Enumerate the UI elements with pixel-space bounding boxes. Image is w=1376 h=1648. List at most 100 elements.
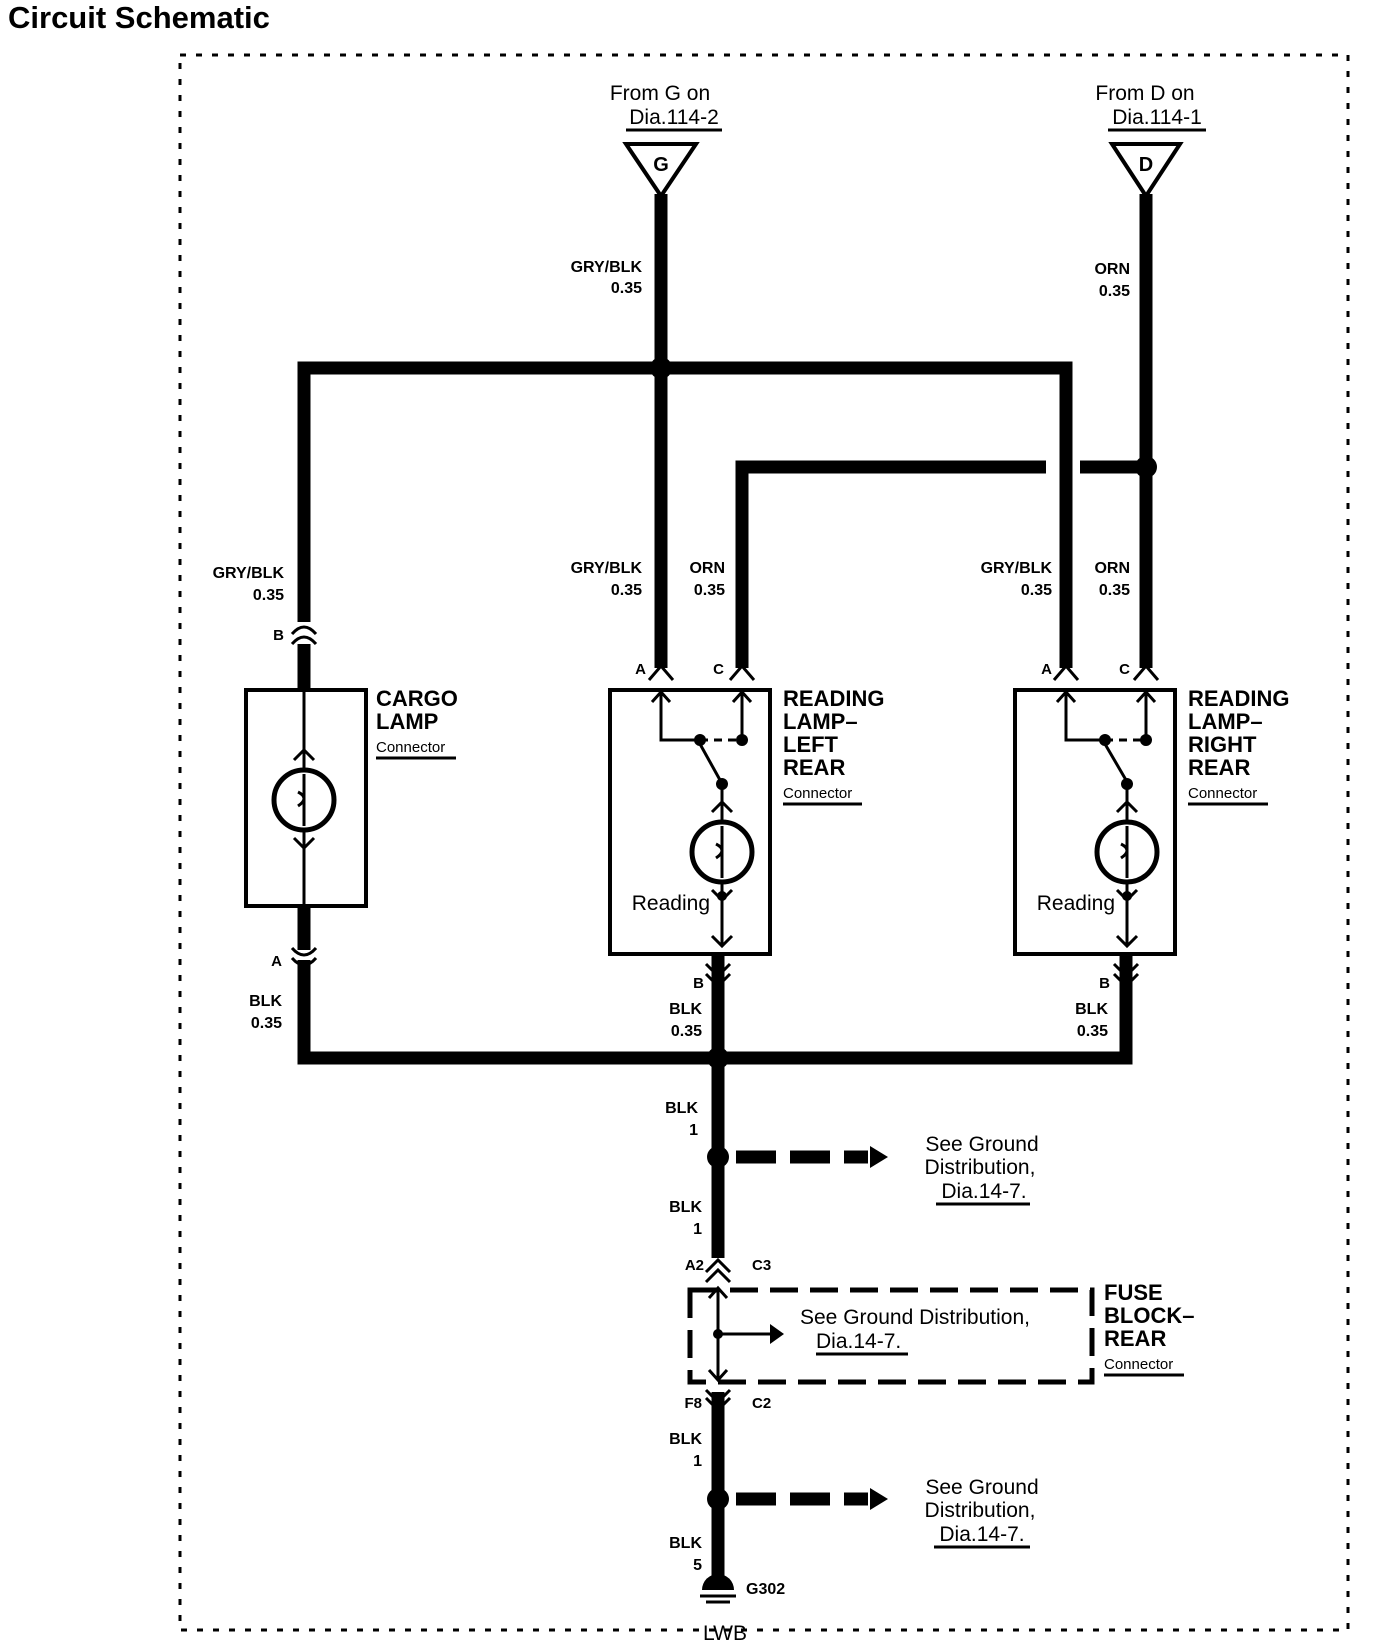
splice-blk — [707, 1047, 729, 1069]
fuse-label-2: BLOCK– — [1104, 1303, 1194, 1328]
right-reading-label: Reading — [1037, 892, 1115, 915]
label-right-orn-gauge: 0.35 — [1099, 582, 1130, 599]
left-switch-icon — [698, 743, 722, 781]
ground-g302[interactable]: G302 LWB — [700, 1574, 785, 1645]
label-blk-1a: BLK — [665, 1100, 698, 1117]
left-reading-label: Reading — [632, 892, 710, 915]
label-right-orn: ORN — [1094, 560, 1130, 577]
pin-f8: F8 — [684, 1395, 702, 1412]
source-d-letter: D — [1139, 154, 1153, 176]
ground-ref-1-line1: See Ground — [925, 1133, 1038, 1156]
ground-icon — [702, 1574, 734, 1590]
pin-right-c: C — [1119, 661, 1130, 678]
label-left-blk: BLK — [669, 1001, 702, 1018]
label-cargo-gauge: 0.35 — [253, 587, 284, 604]
label-right-gry-blk: GRY/BLK — [981, 560, 1053, 577]
source-d[interactable]: From D on Dia.114-1 D — [1095, 82, 1206, 200]
ground-id: G302 — [746, 1581, 785, 1598]
splice-ground-1 — [707, 1146, 729, 1168]
pin-left-c: C — [713, 661, 724, 678]
pin-cargo-a: A — [271, 953, 282, 970]
ground-ref-1-link[interactable]: Dia.14-7. — [941, 1180, 1026, 1203]
connector-cargo-b — [290, 625, 318, 636]
splice-orn — [1135, 456, 1157, 478]
right-label-1: READING — [1188, 686, 1289, 711]
pin-left-b: B — [693, 975, 704, 992]
ground-ref-2[interactable]: See Ground Distribution, Dia.14-7. — [736, 1476, 1039, 1549]
diagram-border — [178, 53, 1350, 1632]
source-g-letter: G — [653, 154, 669, 176]
fuse-label-1: FUSE — [1104, 1280, 1163, 1305]
pin-right-b: B — [1099, 975, 1110, 992]
fuse-ground-arrow-icon — [770, 1324, 784, 1344]
fuse-connector-link[interactable]: Connector — [1104, 1356, 1173, 1373]
source-d-triangle — [1108, 142, 1184, 200]
source-g[interactable]: From G on Dia.114-2 G — [610, 82, 722, 200]
label-blk-1a-gauge: 1 — [689, 1122, 698, 1139]
ground-ref-2-line1: See Ground — [925, 1476, 1038, 1499]
label-blk-1c: BLK — [669, 1431, 702, 1448]
label-gauge-top-g: 0.35 — [611, 280, 642, 297]
label-blk-5-gauge: 5 — [693, 1557, 702, 1574]
left-connector-link[interactable]: Connector — [783, 785, 852, 802]
fuse-ground-ref-line1: See Ground Distribution, — [800, 1306, 1030, 1329]
fuse-label-3: REAR — [1104, 1326, 1166, 1351]
label-blk-1c-gauge: 1 — [693, 1453, 702, 1470]
label-right-blk-gauge: 0.35 — [1077, 1023, 1108, 1040]
source-g-dia[interactable]: Dia.114-2 — [629, 106, 719, 129]
label-cargo-gry-blk: GRY/BLK — [213, 565, 285, 582]
pin-cargo-b: B — [273, 627, 284, 644]
label-cargo-blk: BLK — [249, 993, 282, 1010]
fuse-block-box — [687, 1287, 1095, 1385]
label-cargo-blk-gauge: 0.35 — [251, 1015, 282, 1032]
right-label-2: LAMP– — [1188, 709, 1263, 734]
fuse-ground-ref-link[interactable]: Dia.14-7. — [816, 1330, 901, 1353]
label-orn-top: ORN — [1094, 261, 1130, 278]
source-d-dia[interactable]: Dia.114-1 — [1112, 106, 1202, 129]
cargo-label-2: LAMP — [376, 709, 438, 734]
source-g-from: From G on — [610, 82, 710, 105]
ground-ref-2-line2: Distribution, — [925, 1499, 1036, 1522]
left-label-2: LAMP– — [783, 709, 858, 734]
splice-gry-blk — [650, 357, 672, 379]
wire-gry-blk-bus — [297, 361, 1073, 668]
label-blk-1b: BLK — [669, 1199, 702, 1216]
ground-ref-1-line2: Distribution, — [925, 1156, 1036, 1179]
ground-ref-1[interactable]: See Ground Distribution, Dia.14-7. — [736, 1133, 1039, 1206]
right-label-4: REAR — [1188, 755, 1250, 780]
right-lamp-box — [1013, 688, 1177, 956]
right-switch-icon — [1103, 743, 1128, 781]
cargo-connector-link[interactable]: Connector — [376, 739, 445, 756]
left-lamp-box — [608, 688, 772, 956]
ground-variant: LWB — [703, 1622, 747, 1645]
cargo-lamp[interactable]: B A CARGO LAMP Connector — [244, 625, 458, 970]
left-label-1: READING — [783, 686, 884, 711]
right-label-3: RIGHT — [1188, 732, 1257, 757]
pin-right-a: A — [1041, 661, 1052, 678]
label-left-gry-gauge: 0.35 — [611, 582, 642, 599]
reading-lamp-right-rear[interactable]: A C Reading B READING LAMP– RIGHT REAR C… — [1013, 661, 1289, 992]
label-left-blk-gauge: 0.35 — [671, 1023, 702, 1040]
source-g-triangle — [622, 142, 700, 200]
label-left-orn: ORN — [689, 560, 725, 577]
pin-c2: C2 — [752, 1395, 771, 1412]
cargo-label-1: CARGO — [376, 686, 458, 711]
left-label-4: REAR — [783, 755, 845, 780]
fuse-block-rear[interactable]: A2 C3 See Ground Distribution, Dia.14-7.… — [684, 1257, 1194, 1413]
source-d-from: From D on — [1095, 82, 1194, 105]
pin-c3: C3 — [752, 1257, 771, 1274]
left-label-3: LEFT — [783, 732, 839, 757]
wire-orn-bus-left — [735, 460, 1046, 668]
label-left-orn-gauge: 0.35 — [694, 582, 725, 599]
right-connector-link[interactable]: Connector — [1188, 785, 1257, 802]
label-blk-1b-gauge: 1 — [693, 1221, 702, 1238]
reading-lamp-left-rear[interactable]: A C Reading B READING LAMP– LEFT REAR Co… — [608, 661, 884, 992]
label-blk-5: BLK — [669, 1535, 702, 1552]
ground-ref-2-link[interactable]: Dia.14-7. — [939, 1523, 1024, 1546]
pin-a2: A2 — [685, 1257, 704, 1274]
pin-left-a: A — [635, 661, 646, 678]
page-title: Circuit Schematic — [8, 0, 270, 35]
label-gauge-top-d: 0.35 — [1099, 283, 1130, 300]
splice-ground-2 — [707, 1488, 729, 1510]
